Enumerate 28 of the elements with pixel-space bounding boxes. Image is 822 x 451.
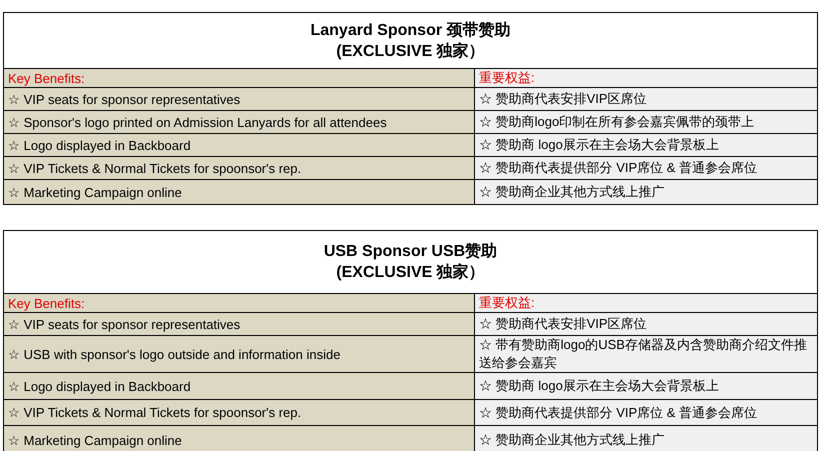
- benefit-item: ☆ 赞助商代表提供部分 VIP席位 & 普通参会席位: [474, 400, 818, 426]
- benefit-item: ☆ 赞助商企业其他方式线上推广: [474, 180, 818, 204]
- benefit-item: ☆ VIP Tickets & Normal Tickets for spoonsor's rep.: [4, 156, 474, 180]
- column-heading: Key Benefits:: [4, 294, 474, 312]
- benefit-item: ☆ Sponsor's logo printed on Admission Lanyards for all attendees: [4, 110, 474, 134]
- benefit-item: ☆ Marketing Campaign online: [4, 180, 474, 204]
- benefit-item: ☆ Logo displayed in Backboard: [4, 372, 474, 400]
- benefit-item: ☆ 赞助商 logo展示在主会场大会背景板上: [474, 134, 818, 156]
- benefit-item: ☆ 赞助商代表安排VIP区席位: [474, 312, 818, 336]
- benefit-item: ☆ VIP Tickets & Normal Tickets for spoonsor's rep.: [4, 400, 474, 426]
- benefit-item: ☆ 赞助商代表提供部分 VIP席位 & 普通参会席位: [474, 156, 818, 180]
- benefit-item: ☆ USB with sponsor's logo outside and information inside: [4, 336, 474, 372]
- table-title: Lanyard Sponsor 颈带赞助: [310, 22, 511, 38]
- table-title: USB Sponsor USB赞助: [324, 243, 498, 260]
- column-heading: Key Benefits:: [4, 68, 474, 88]
- benefit-item: ☆ Logo displayed in Backboard: [4, 134, 474, 156]
- column-heading: 重要权益:: [474, 294, 818, 312]
- benefit-item: ☆ 赞助商企业其他方式线上推广: [474, 426, 818, 451]
- table-subtitle: (EXCLUSIVE 独家）: [336, 42, 485, 60]
- benefit-item: ☆ VIP seats for sponsor representatives: [4, 312, 474, 336]
- column-heading: 重要权益:: [474, 68, 818, 88]
- benefit-item: ☆ VIP seats for sponsor representatives: [4, 88, 474, 110]
- benefit-item: ☆ 赞助商代表安排VIP区席位: [474, 88, 818, 110]
- benefit-item: ☆ 赞助商logo印制在所有参会嘉宾佩带的颈带上: [474, 110, 818, 134]
- table-subtitle: (EXCLUSIVE 独家）: [336, 264, 485, 281]
- benefit-item: ☆ 赞助商 logo展示在主会场大会背景板上: [474, 372, 818, 400]
- benefit-item: ☆ Marketing Campaign online: [4, 426, 474, 451]
- benefit-item: ☆ 带有赞助商logo的USB存储器及内含赞助商介绍文件推送给参会嘉宾: [474, 336, 818, 372]
